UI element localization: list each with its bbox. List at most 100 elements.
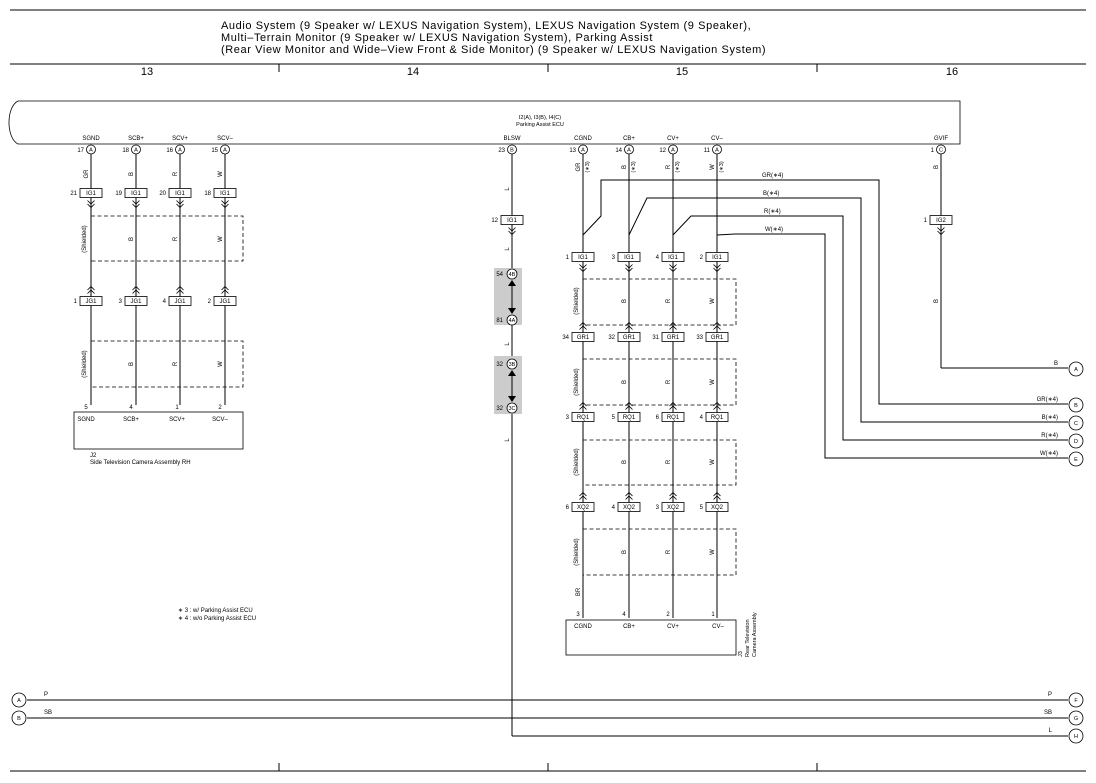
connector-right-xq2-1-pin: 4 [612,505,616,511]
ecu-pin-6-label: CB+ [623,136,635,142]
rear-camera-name-2: Camera Assembly [752,612,758,657]
side-camera-name: Side Television Camera Assembly RH [90,460,191,466]
left-shield2-color-2: W [218,361,224,367]
connector-right-rq1-3-pin: 4 [700,415,704,421]
offpage-right-H-label: H [1074,734,1078,740]
junction-a-bottom: 4A [506,314,518,326]
connector-left-jg1-2-pin: 4 [163,299,167,305]
connector-left-jg1-0-pin: 1 [74,299,78,305]
junction-blocks [494,268,522,414]
title-line-1: Audio System (9 Speaker w/ LEXUS Navigat… [221,20,751,32]
ecu-pin-2-connector-label: A [178,148,182,154]
column-number-15: 15 [676,66,688,78]
offpage-right-E: E [1068,451,1084,467]
connector-left-ig1-2-pin: 20 [159,191,166,197]
offpage-right-C-label: C [1074,421,1078,427]
offpage-right-color-D: R(∗4) [1041,433,1058,439]
connector-left-ig1-1-code: IG1 [131,191,141,197]
connector-right-rq1-1-pin: 5 [612,415,616,421]
rear-camera-pin-number-1: 4 [622,612,626,618]
connector-left-ig1-3-pin: 18 [204,191,211,197]
gvif-wire-color-2: B [934,299,940,303]
offpage-left-B: B [11,710,27,726]
offpage-right-color-A: B [1054,361,1058,367]
middle-wire-color-2: L [505,247,511,251]
junction-a-arrow-down [508,308,516,314]
connector-right-gr1-3-code: GR1 [711,335,724,341]
ecu-name: Parking Assist ECU [516,122,564,128]
ecu-pin-8-connector-label: A [715,148,719,154]
ecu-pin-1-connector-label: A [134,148,138,154]
connector-left-jg1-2: 4 JG1 [163,286,192,306]
junction-a-bottom-pin: 81 [496,318,503,324]
gvif-wire-color-1: B [934,165,940,169]
connector-right-rq1-2-pin: 6 [656,415,660,421]
junction-b-arrow-up [508,370,516,376]
ecu-pin-7-number: 12 [659,148,666,154]
right-shield-label-1: (Shielded) [574,287,580,314]
ecu-pin-4-connector: B [507,144,517,155]
connector-right-ig1-0: 1 IG1 [566,252,595,272]
footnote-0: ∗ 3 : w/ Parking Assist ECU [178,608,253,614]
side-camera-assembly [73,411,244,450]
connector-right-gr1-0-pin: 34 [562,335,569,341]
right-wire-note-2: (∗3) [675,161,681,172]
connector-right-rq1-0-pin: 3 [566,415,570,421]
ecu-pin-3-number: 15 [211,148,218,154]
bottom-right-color-G: SB [1044,710,1052,716]
ecu-pin-6-connector: A [624,144,634,155]
connector-left-jg1-3-pin: 2 [208,299,212,305]
ecu-pin-1-connector: A [131,144,141,155]
side-camera-pin-label-0: SGND [77,417,95,423]
ecu-pin-0-label: SGND [82,136,100,142]
connector-right-ig1-0-code: IG1 [578,255,588,261]
offpage-right-B-label: B [1074,403,1078,409]
connector-left-jg1-2-code: JG1 [174,299,186,305]
right-shield3-color-1: R [666,459,672,464]
connector-right-gr1-1-pin: 32 [608,335,615,341]
ecu-pin-3-label: SCV– [217,136,233,142]
connector-right-rq1-1-code: RQ1 [623,415,636,421]
right-wire-color-0: GR [576,162,582,172]
right-wire-note-3: (∗3) [719,161,725,172]
side-camera-pin-number-3: 2 [218,405,222,411]
junction-a-arrow-up [508,280,516,286]
right-wire-color-3: W [710,164,716,170]
ecu-pin-2-label: SCV+ [172,136,188,142]
column-number-16: 16 [946,66,958,78]
connector-middle-ig1-code: IG1 [507,218,517,224]
rear-camera-pin-number-0: 3 [576,612,580,618]
ecu-pin-5-connector-label: A [581,148,585,154]
rear-camera-pin-label-0: CGND [574,624,592,630]
connector-right-rq1-0-code: RQ1 [577,415,590,421]
title-block: Audio System (9 Speaker w/ LEXUS Navigat… [10,9,1086,78]
offpage-right-color-E: W(∗4) [1040,451,1058,457]
right-shield1-color-1: R [666,298,672,303]
middle-wire-color-1: L [505,187,511,191]
ecu-pin-1-label: SCB+ [128,136,144,142]
connector-right-rq1-1: 5 RQ1 [612,402,641,422]
ecu-pin-3-connector: A [220,144,230,155]
right-shield3-color-2: W [710,459,716,465]
side-camera-pin-label-2: SCV+ [169,417,185,423]
junction-a-top: 4B [506,268,518,280]
connector-right-xq2-1-code: XQ2 [623,505,636,511]
connector-right-xq2-0-pin: 6 [566,505,570,511]
offpage-right-D: D [1068,433,1084,449]
connector-right-ig1-0-pin: 1 [566,255,570,261]
right-wire-color-br: BR [576,587,582,596]
offpage-left-A: A [11,692,27,708]
right-shield3-color-0: B [622,460,628,464]
connector-left-ig1-2-code: IG1 [175,191,185,197]
